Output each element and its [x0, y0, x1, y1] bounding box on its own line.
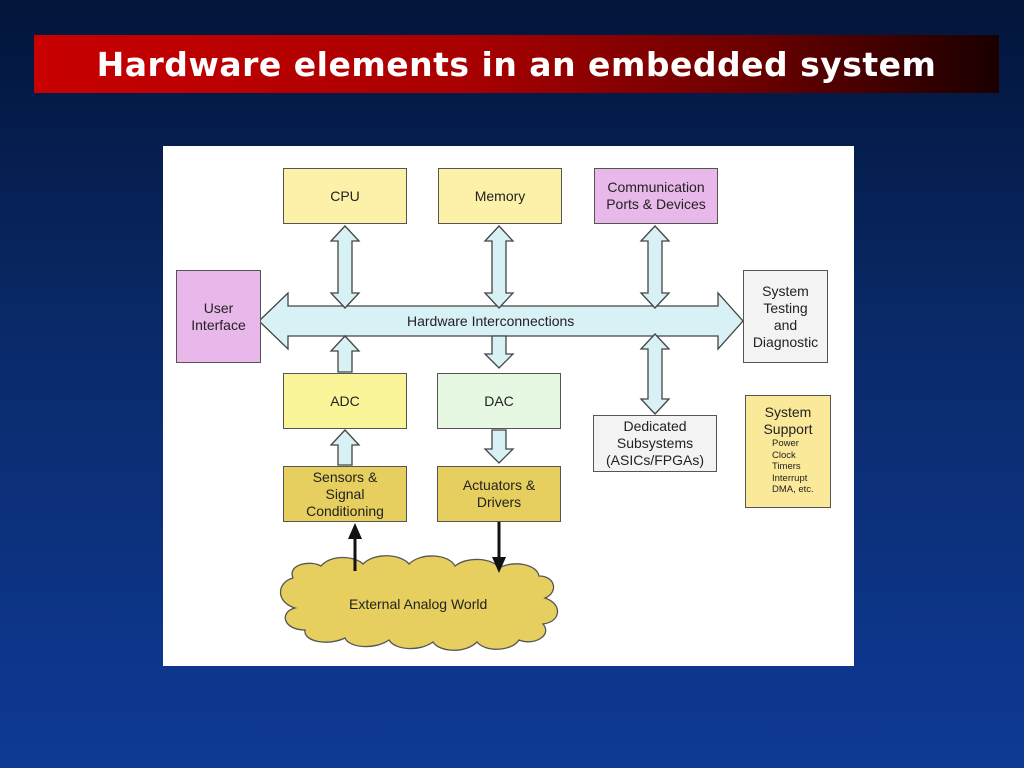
adc-box: ADC	[283, 373, 407, 429]
support-item-power: Power	[772, 438, 799, 449]
dac-label: DAC	[484, 392, 514, 409]
actuators-cloud-arrowhead	[492, 557, 506, 573]
communication-label-line1: Communication	[607, 179, 705, 195]
sensors-label-line3: Conditioning	[306, 502, 384, 519]
support-item-interrupt: Interrupt	[772, 472, 808, 484]
connector-arrows	[258, 225, 744, 651]
dac-box: DAC	[437, 373, 561, 429]
support-item-dma: DMA, etc.	[772, 484, 814, 495]
title-bar: Hardware elements in an embedded system	[34, 35, 999, 93]
external-world-label: External Analog World	[349, 596, 488, 612]
cloud-sensors-arrowhead	[348, 523, 362, 539]
user-interface-box: User Interface	[176, 270, 261, 363]
memory-label: Memory	[474, 187, 526, 204]
sensors-label-line1: Sensors &	[312, 468, 378, 485]
adc-label: ADC	[330, 392, 360, 409]
communication-box: Communication Ports & Devices	[594, 168, 718, 224]
system-testing-box: System Testing and Diagnostic	[743, 270, 828, 363]
user-interface-label-line2: Interface	[191, 316, 246, 333]
sensors-label-line2: Signal	[325, 485, 365, 502]
system-testing-label-line3: and	[773, 316, 798, 333]
system-support-label-line2: Support	[763, 421, 813, 437]
adc-bus-arrow	[329, 335, 361, 373]
memory-bus-arrow	[483, 225, 515, 309]
dedicated-label-line2: Subsystems	[616, 435, 694, 451]
comm-bus-arrow	[639, 225, 671, 309]
cpu-bus-arrow	[329, 225, 361, 309]
sensors-adc-arrow	[329, 429, 361, 466]
actuators-label-line2: Drivers	[476, 494, 522, 510]
external-world-cloud	[279, 555, 559, 651]
bus-dac-arrow	[483, 335, 515, 369]
dedicated-label-line1: Dedicated	[623, 418, 687, 434]
system-testing-label-line4: Diagnostic	[752, 333, 819, 350]
actuators-label-line1: Actuators &	[462, 477, 536, 493]
cpu-box: CPU	[283, 168, 407, 224]
memory-box: Memory	[438, 168, 562, 224]
system-testing-label-line2: Testing	[763, 299, 808, 316]
dedicated-subsystems-box: Dedicated Subsystems (ASICs/FPGAs)	[593, 415, 717, 472]
dac-actuators-arrow	[483, 429, 515, 464]
dedicated-bus-arrow	[639, 333, 671, 415]
slide-title: Hardware elements in an embedded system	[96, 44, 937, 84]
system-support-box: System Support Power Clock Timers Interr…	[745, 395, 831, 508]
communication-label-line2: Ports & Devices	[606, 196, 706, 212]
system-testing-label-line1: System	[762, 282, 809, 299]
cpu-label: CPU	[330, 187, 360, 204]
dedicated-label-line3: (ASICs/FPGAs)	[605, 452, 704, 468]
user-interface-label-line1: User	[203, 299, 234, 316]
actuators-box: Actuators & Drivers	[437, 466, 561, 522]
sensors-box: Sensors & Signal Conditioning	[283, 466, 407, 522]
system-support-label-line1: System	[764, 404, 812, 420]
support-item-timers: Timers	[772, 461, 801, 472]
diagram-panel: Hardware Interconnections External Analo…	[163, 146, 854, 666]
support-item-clock: Clock	[772, 449, 796, 461]
hardware-bus-label: Hardware Interconnections	[407, 313, 575, 329]
